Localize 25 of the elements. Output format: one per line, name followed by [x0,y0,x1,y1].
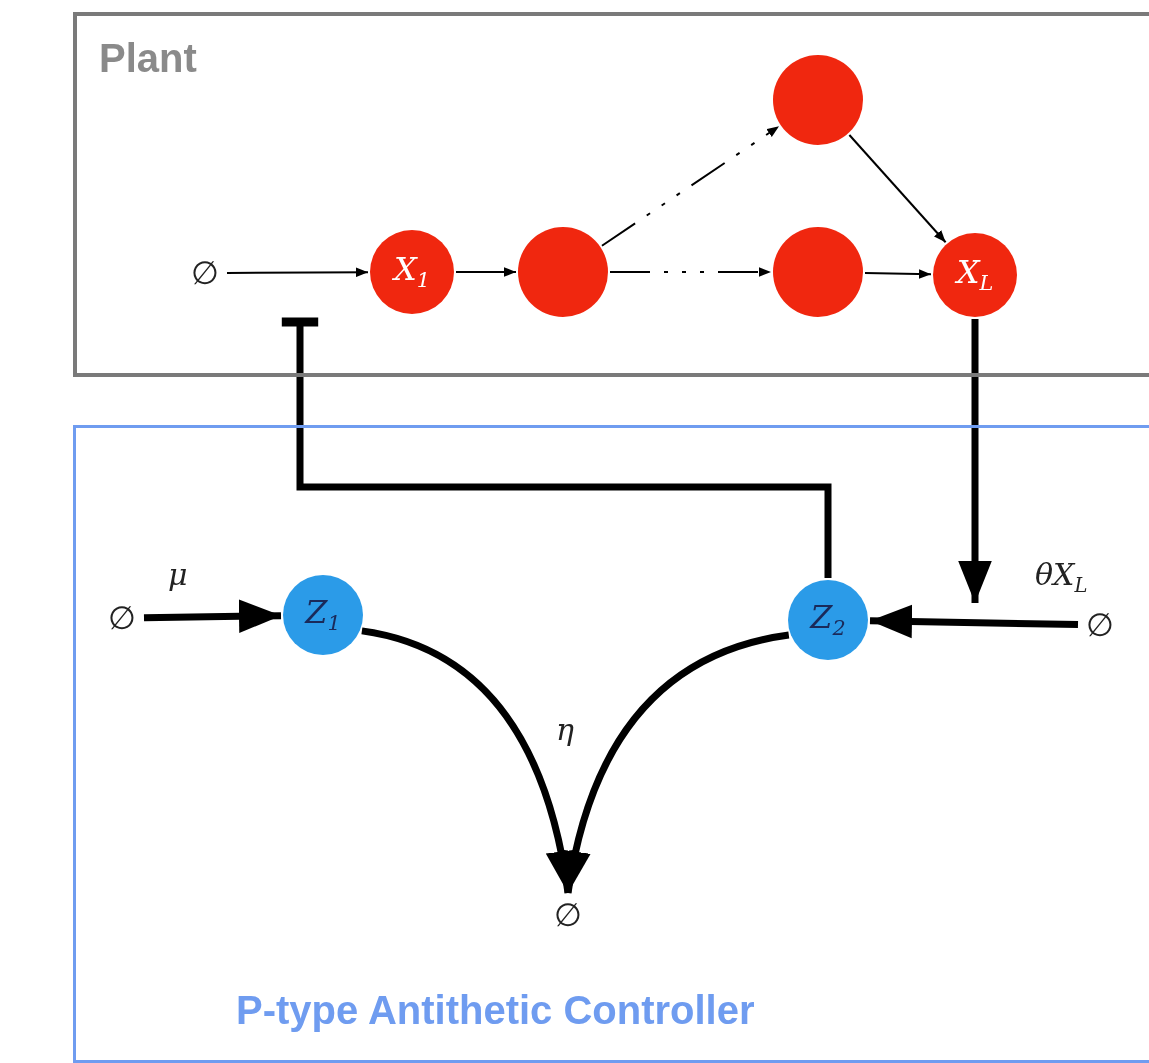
species-label: X$_{1}$ [394,252,430,292]
arrow [869,604,1079,639]
panel-title: P-type Antithetic Controller [236,988,755,1033]
species-label: Z$_{2}$ [810,600,846,640]
arrow [226,267,369,278]
arrow [558,631,790,894]
inhibition-line [281,317,832,578]
group-panel [73,12,1149,377]
rate-label: μ [168,560,188,590]
arrow [848,134,947,244]
rate-label: θX$_{L}$ [1035,560,1088,596]
arrow [864,269,932,279]
panel-title: Plant [99,36,197,81]
species-label: Z$_{1}$ [305,595,341,635]
arrow [455,267,517,277]
arrow [600,125,781,247]
arrow [143,599,282,634]
empty-set-symbol: ∅ [104,598,140,638]
rate-label: η [556,715,574,745]
empty-set-symbol: ∅ [187,253,223,293]
arrow [609,267,772,277]
empty-set-symbol: ∅ [550,895,586,935]
group-panel [73,425,1149,1063]
species-label: X$_{L}$ [956,255,994,295]
empty-set-symbol: ∅ [1082,605,1118,645]
